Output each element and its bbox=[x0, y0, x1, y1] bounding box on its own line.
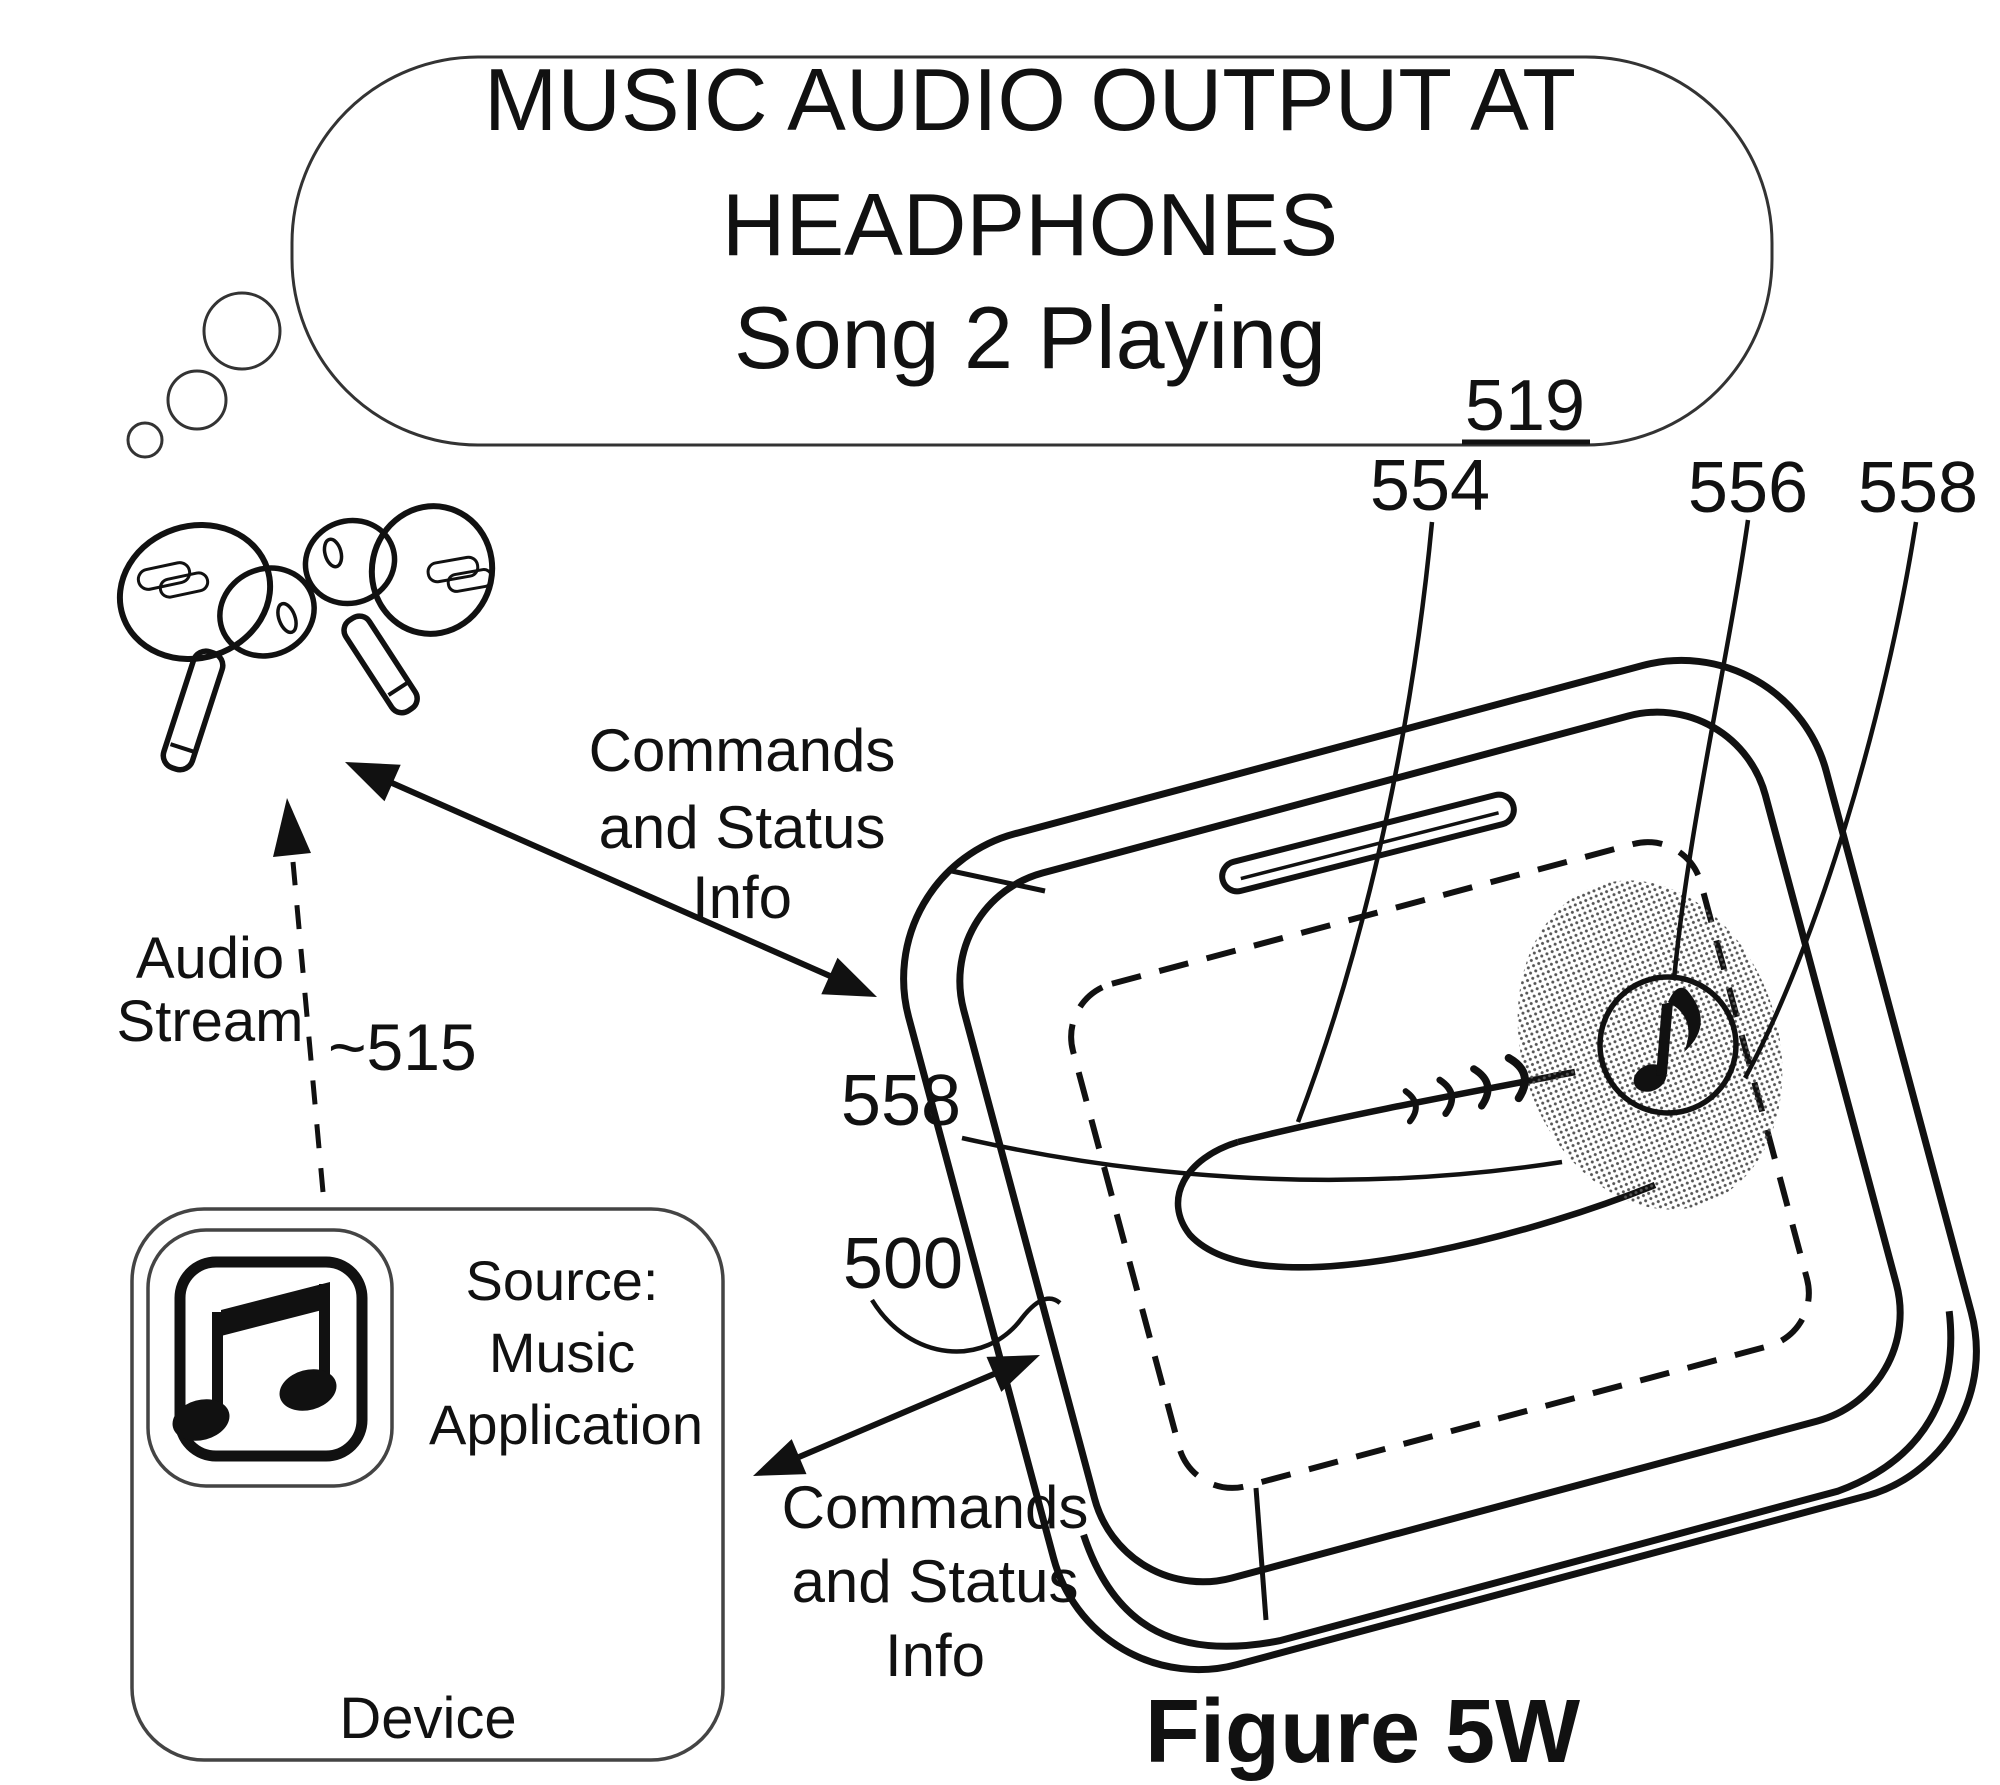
case-hinge-slot bbox=[1219, 791, 1517, 895]
commands-bottom-line3: Info bbox=[885, 1622, 985, 1689]
ref-519: 519 bbox=[1465, 366, 1585, 446]
device-label: Device bbox=[339, 1686, 516, 1751]
commands-top-line3: Info bbox=[692, 864, 792, 931]
commands-top-line2: and Status bbox=[599, 794, 886, 861]
ref-558-left: 558 bbox=[841, 1061, 961, 1141]
case-thickness-line bbox=[1080, 1310, 1955, 1650]
audio-stream-label-line1: Audio bbox=[136, 926, 284, 991]
ref-500: 500 bbox=[843, 1224, 963, 1304]
charging-case-illustration bbox=[900, 656, 1980, 1674]
commands-bottom-line2: and Status bbox=[792, 1548, 1079, 1615]
figure-caption: Figure 5W bbox=[1145, 1682, 1580, 1782]
glow-stipple bbox=[1517, 880, 1783, 1210]
commands-top-line1: Commands bbox=[589, 717, 896, 784]
leader-556 bbox=[1671, 519, 1751, 981]
audio-stream-arrow bbox=[273, 798, 326, 1193]
commands-bottom-line1: Commands bbox=[782, 1474, 1089, 1541]
eighth-note-icon bbox=[1633, 987, 1701, 1092]
bubble-line-2: HEADPHONES bbox=[722, 175, 1338, 274]
commands-arrow-top bbox=[345, 762, 877, 997]
indicator-circle bbox=[1597, 974, 1739, 1116]
ref-515: ~515 bbox=[328, 1010, 477, 1084]
device-box: Source: Music Application Device bbox=[130, 1207, 725, 1762]
bubble-line-1: MUSIC AUDIO OUTPUT AT bbox=[484, 50, 1576, 149]
case-outer-outline bbox=[900, 656, 1980, 1674]
thought-bubble: MUSIC AUDIO OUTPUT AT HEADPHONES Song 2 … bbox=[126, 50, 1774, 459]
commands-arrow-bottom bbox=[753, 1355, 1040, 1476]
thought-bubble-tail-circle-small bbox=[126, 421, 164, 459]
case-corner-seam-bottom-left bbox=[1253, 1487, 1269, 1621]
leader-500-squiggle bbox=[870, 1296, 1062, 1354]
thought-bubble-tail-circle-medium bbox=[166, 369, 228, 431]
reference-leader-lines bbox=[870, 519, 1919, 1354]
ref-558-top: 558 bbox=[1858, 448, 1978, 528]
bubble-line-3: Song 2 Playing bbox=[734, 288, 1326, 387]
case-corner-seam-top-left bbox=[946, 867, 1046, 894]
case-lid-seam-dashed bbox=[1068, 839, 1812, 1491]
source-line1: Source: bbox=[466, 1249, 659, 1312]
thought-bubble-tail-circle-large bbox=[202, 291, 282, 371]
music-app-icon bbox=[146, 1228, 394, 1488]
ref-554: 554 bbox=[1370, 446, 1490, 526]
ref-556: 556 bbox=[1688, 448, 1808, 528]
playback-chevrons-icon bbox=[1402, 1053, 1529, 1125]
leader-558-left bbox=[961, 1135, 1563, 1183]
source-line2: Music bbox=[489, 1321, 635, 1384]
case-top-face-outline bbox=[956, 708, 1904, 1586]
wireless-earbuds-icon bbox=[116, 503, 496, 773]
source-line3: Application bbox=[429, 1393, 703, 1456]
leader-554 bbox=[1295, 521, 1435, 1123]
leader-558-top bbox=[1743, 521, 1919, 1080]
audio-stream-label-line2: Stream bbox=[117, 989, 304, 1054]
